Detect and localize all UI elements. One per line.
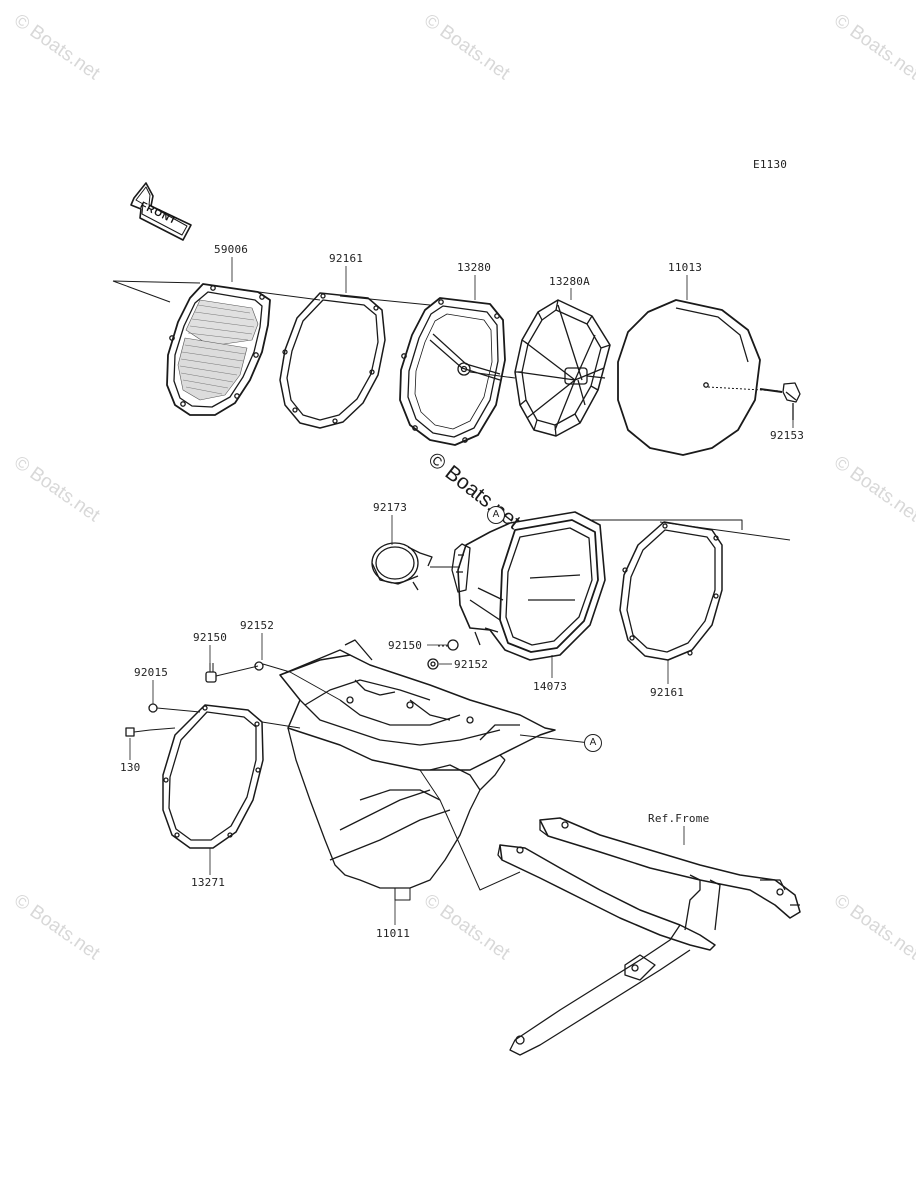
label-92152-a: 92152: [240, 619, 275, 632]
label-92153: 92153: [770, 429, 805, 442]
label-59006: 59006: [214, 243, 249, 256]
part-59006-screen: [166, 283, 271, 416]
part-13271-gasket: [162, 704, 264, 849]
label-13280A: 13280A: [549, 275, 590, 288]
label-11011: 11011: [376, 927, 411, 940]
label-92161-mid: 92161: [650, 686, 685, 699]
label-92150-a: 92150: [193, 631, 228, 644]
part-92153-screw: [707, 382, 801, 420]
label-13280: 13280: [457, 261, 492, 274]
part-92150-bolt-2: [447, 639, 459, 651]
part-92173-clamp: [371, 542, 433, 591]
label-92152-b: 92152: [454, 658, 489, 671]
part-11013-cover: [617, 299, 761, 456]
part-92150-bolt: [205, 663, 217, 683]
label-11013: 11013: [668, 261, 703, 274]
front-arrow-icon: [130, 182, 192, 241]
label-92173: 92173: [373, 501, 408, 514]
part-92152-nut-2: [427, 658, 439, 670]
part-130-bolt: [125, 727, 151, 737]
callout-a-top: A: [487, 506, 505, 524]
part-11011-airbox: [279, 639, 556, 901]
label-130: 130: [120, 761, 141, 774]
ref-frame: [497, 817, 801, 1056]
label-13271: 13271: [191, 876, 226, 889]
label-92161-top: 92161: [329, 252, 364, 265]
label-ref-frame: Ref.Frome: [648, 812, 710, 825]
part-14073-duct: [451, 511, 606, 661]
part-92015-nut: [148, 703, 158, 713]
part-92152-nut: [254, 661, 264, 671]
label-92150-b: 92150: [388, 639, 423, 652]
label-92015: 92015: [134, 666, 169, 679]
diagram-code: E1130: [753, 158, 788, 171]
part-92161-gasket-top: [279, 292, 386, 429]
part-92161-gasket-mid: [619, 521, 723, 661]
label-14073: 14073: [533, 680, 568, 693]
callout-a-bottom: A: [584, 734, 602, 752]
part-13280A-cage: [514, 299, 611, 437]
part-13280-holder: [399, 297, 506, 446]
